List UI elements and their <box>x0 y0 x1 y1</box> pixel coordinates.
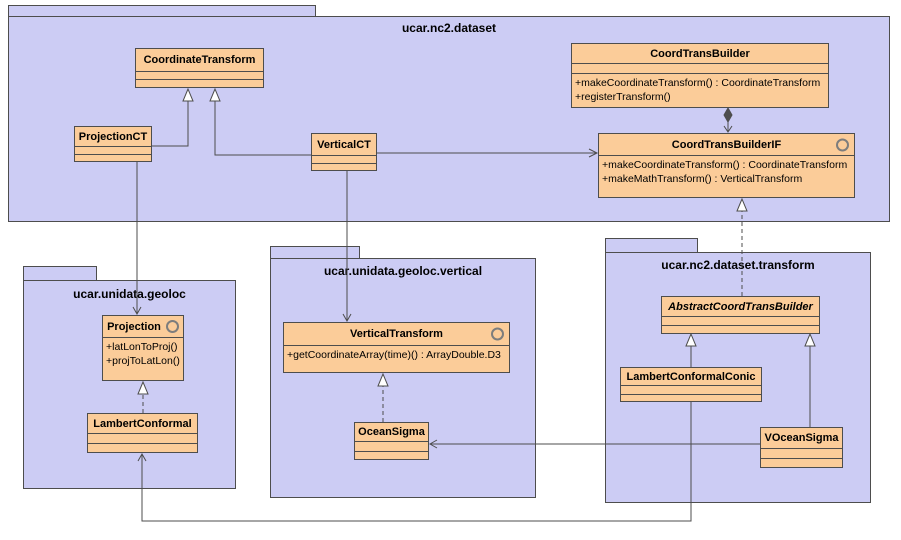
class-name-voceansigma: VOceanSigma <box>764 432 839 444</box>
class-name-projection: Projection <box>103 316 183 337</box>
interface-icon <box>836 138 849 151</box>
method-makecoordinatetransform: +makeCoordinateTransform() : CoordinateT… <box>602 159 848 171</box>
class-coordinatetransform[interactable]: CoordinateTransform <box>135 48 264 88</box>
class-name-verticaltransform: VerticalTransform <box>284 323 509 345</box>
class-voceansigma[interactable]: VOceanSigma <box>760 427 843 468</box>
attributes-compartment <box>621 385 761 394</box>
interface-coordtransbuilderif[interactable]: CoordTransBuilderIF +makeCoordinateTrans… <box>598 133 855 198</box>
method-makemathtransform: +makeMathTransform() : VerticalTransform <box>602 173 803 185</box>
attributes-compartment <box>355 441 428 451</box>
methods-compartment <box>312 163 376 170</box>
methods-compartment <box>136 79 263 87</box>
class-name-coordinatetransform: CoordinateTransform <box>143 54 256 66</box>
class-name-lambertconformal: LambertConformal <box>93 417 192 430</box>
methods-compartment: +makeCoordinateTransform() : CoordinateT… <box>599 155 854 197</box>
attributes-compartment <box>662 316 819 325</box>
class-name-verticalct: VerticalCT <box>317 138 371 151</box>
class-abstractcoordtransbuilder[interactable]: AbstractCoordTransBuilder <box>661 296 820 334</box>
class-name-coordtransbuilder: CoordTransBuilder <box>650 47 750 60</box>
methods-compartment: +makeCoordinateTransform() : CoordinateT… <box>572 73 828 107</box>
interface-verticaltransform[interactable]: VerticalTransform +getCoordinateArray(ti… <box>283 322 510 373</box>
class-name-oceansigma: OceanSigma <box>358 426 425 438</box>
methods-compartment <box>355 451 428 459</box>
attributes-compartment <box>312 155 376 163</box>
methods-compartment: +getCoordinateArray(time)() : ArrayDoubl… <box>284 345 509 372</box>
package-tab-ucar-unidata-geoloc[interactable] <box>23 266 97 281</box>
interface-projection[interactable]: Projection +latLonToProj() +projToLatLon… <box>102 315 184 381</box>
method-getcoordinatearray: +getCoordinateArray(time)() : ArrayDoubl… <box>287 349 501 361</box>
package-title-ucar-nc2-dataset-transform: ucar.nc2.dataset.transform <box>661 258 815 272</box>
class-coordtransbuilder[interactable]: CoordTransBuilder +makeCoordinateTransfo… <box>571 43 829 108</box>
class-lambertconformalconic[interactable]: LambertConformalConic <box>620 367 762 402</box>
class-lambertconformal[interactable]: LambertConformal <box>87 413 198 453</box>
package-title-ucar-unidata-geoloc: ucar.unidata.geoloc <box>73 287 186 301</box>
method-latlontoproj: +latLonToProj() <box>106 341 178 353</box>
package-ucar-unidata-geoloc-vertical[interactable]: ucar.unidata.geoloc.vertical <box>270 258 536 498</box>
package-title-ucar-unidata-geoloc-vertical: ucar.unidata.geoloc.vertical <box>323 264 483 278</box>
interface-icon <box>491 327 504 341</box>
methods-compartment: +latLonToProj() +projToLatLon() <box>103 337 183 380</box>
class-name-coordtransbuilderif: CoordTransBuilderIF <box>599 134 854 155</box>
methods-compartment <box>662 325 819 333</box>
methods-compartment <box>75 154 151 161</box>
method-makecoordinatetransform: +makeCoordinateTransform() : CoordinateT… <box>575 77 821 89</box>
attributes-compartment <box>88 433 197 443</box>
class-name-projectionct: ProjectionCT <box>78 130 148 143</box>
class-oceansigma[interactable]: OceanSigma <box>354 422 429 460</box>
package-tab-ucar-nc2-dataset-transform[interactable] <box>605 238 698 253</box>
class-projectionct[interactable]: ProjectionCT <box>74 126 152 162</box>
attributes-compartment <box>136 71 263 79</box>
methods-compartment <box>88 443 197 452</box>
attributes-compartment <box>761 448 842 458</box>
interface-icon <box>165 320 179 333</box>
attributes-compartment <box>572 63 828 73</box>
methods-compartment <box>621 394 761 401</box>
package-title-ucar-nc2-dataset: ucar.nc2.dataset <box>401 21 497 35</box>
class-verticalct[interactable]: VerticalCT <box>311 133 377 171</box>
method-registertransform: +registerTransform() <box>575 91 671 103</box>
package-ucar-unidata-geoloc[interactable]: ucar.unidata.geoloc <box>23 280 236 489</box>
class-name-lambertconformalconic: LambertConformalConic <box>626 370 756 383</box>
class-name-abstractcoordtransbuilder: AbstractCoordTransBuilder <box>668 300 813 313</box>
attributes-compartment <box>75 146 151 154</box>
methods-compartment <box>761 458 842 467</box>
method-projtolatlon: +projToLatLon() <box>106 355 180 367</box>
